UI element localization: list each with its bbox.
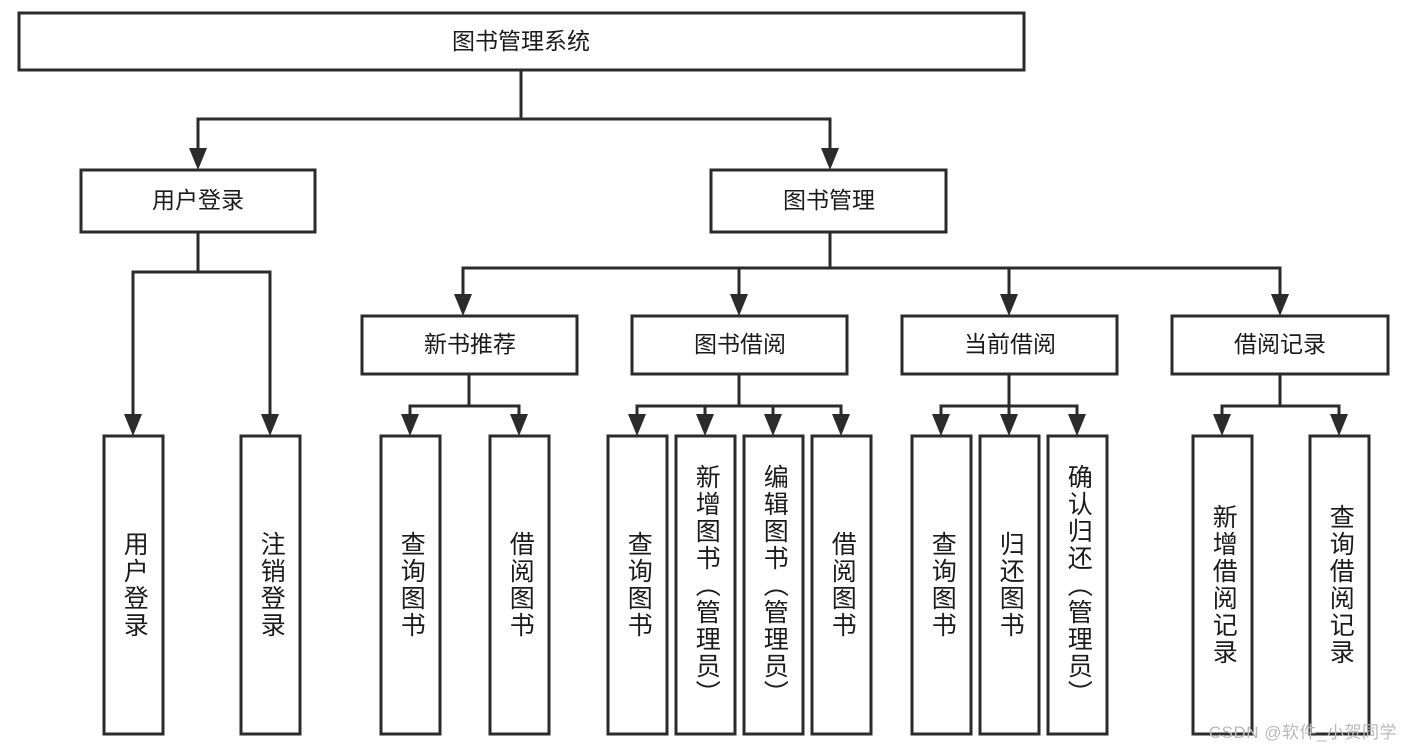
leaf-box-new-book-1[interactable] (379, 434, 442, 736)
arrow-head-leaf-current-borrow-1 (932, 414, 950, 436)
leaf-box-book-borrow-1[interactable] (606, 434, 669, 736)
leaf-box-borrow-record-1[interactable] (1191, 434, 1254, 736)
node-book-management-label: 图书管理 (783, 187, 875, 213)
arrow-head-leaf-borrow-record-2 (1330, 414, 1348, 436)
node-book-borrow-label: 图书借阅 (694, 331, 786, 357)
arrow-head-leaf-borrow-record-1 (1213, 414, 1231, 436)
leaf-box-book-borrow-4[interactable] (810, 434, 873, 736)
arrow-head-current-borrow (1000, 294, 1018, 316)
node-user-login[interactable] (79, 168, 317, 234)
arrow-head-leaf-book-borrow-4 (832, 414, 850, 436)
arrow-head-leaf-book-borrow-1 (628, 414, 646, 436)
leaf-box-current-borrow-2[interactable] (978, 434, 1041, 736)
node-current-borrow[interactable] (900, 314, 1119, 376)
arrow-head-book-borrow (730, 294, 748, 316)
node-borrow-record-label: 借阅记录 (1234, 331, 1326, 357)
arrow-head-borrow-record (1271, 294, 1289, 316)
arrow-head-user-login (189, 148, 207, 170)
node-book-management[interactable] (709, 168, 948, 234)
arrow-head-new-book (454, 294, 472, 316)
node-borrow-record[interactable] (1170, 314, 1390, 376)
leaf-box-current-borrow-3[interactable] (1046, 434, 1109, 736)
leaf-box-user-login-1[interactable] (102, 434, 165, 736)
node-user-login-label: 用户登录 (152, 187, 244, 213)
leaf-box-borrow-record-2[interactable] (1308, 434, 1371, 736)
node-root-label: 图书管理系统 (452, 28, 590, 54)
node-book-borrow[interactable] (630, 314, 849, 376)
arrow-head-leaf-current-borrow-2 (1000, 414, 1018, 436)
leaf-box-book-borrow-2[interactable] (674, 434, 737, 736)
arrow-head-leaf-new-book-2 (510, 414, 528, 436)
leaf-box-new-book-2[interactable] (488, 434, 551, 736)
arrow-head-book-mgmt (821, 148, 839, 170)
leaf-box-current-borrow-1[interactable] (910, 434, 973, 736)
node-new-book-recommend-label: 新书推荐 (424, 331, 516, 357)
node-current-borrow-label: 当前借阅 (964, 331, 1056, 357)
arrow-head-leaf-book-borrow-3 (764, 414, 782, 436)
node-root[interactable] (17, 11, 1026, 72)
watermark-text: CSDN @软件_小贺同学 (1208, 723, 1397, 742)
arrow-head-leaf-book-borrow-2 (696, 414, 714, 436)
leaf-box-user-login-2[interactable] (239, 434, 302, 736)
arrow-head-leaf-current-borrow-3 (1068, 414, 1086, 436)
arrow-head-leaf-user-login-2 (261, 414, 279, 436)
arrow-head-leaf-user-login-1 (124, 414, 142, 436)
leaf-box-book-borrow-3[interactable] (742, 434, 805, 736)
arrow-head-leaf-new-book-1 (401, 414, 419, 436)
node-new-book-recommend[interactable] (360, 314, 579, 376)
